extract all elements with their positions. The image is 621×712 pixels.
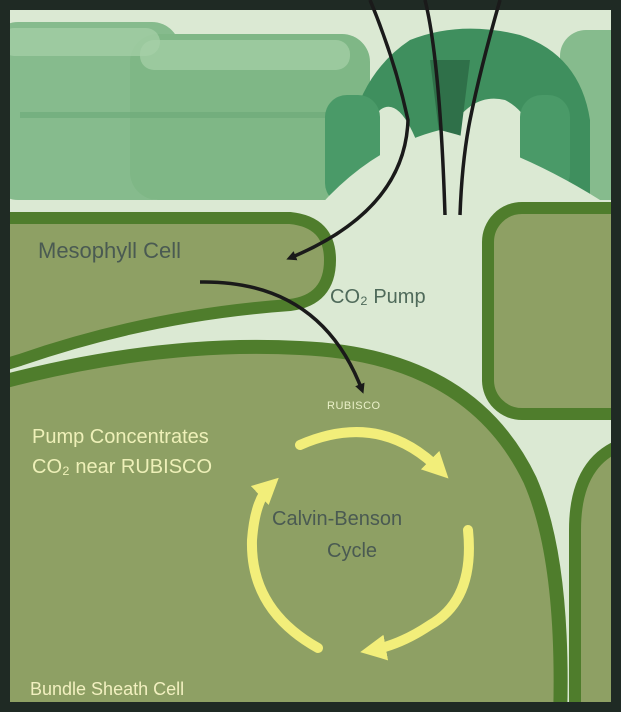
pump-concentrates-label-line1: Pump Concentrates [32, 426, 209, 449]
calvin-cycle-label-line2: Cycle [327, 540, 377, 563]
rubisco-label: RUBISCO [327, 400, 381, 412]
pump-concentrates-label-line2: CO₂ near RUBISCO [32, 456, 212, 479]
mesophyll-cell-label: Mesophyll Cell [38, 238, 181, 264]
bundle-sheath-cell-label: Bundle Sheath Cell [30, 679, 184, 700]
co2-pump-label: CO₂ Pump [330, 286, 426, 309]
calvin-cycle-label-line1: Calvin-Benson [272, 508, 402, 531]
adjacent-cell-top [488, 208, 621, 414]
